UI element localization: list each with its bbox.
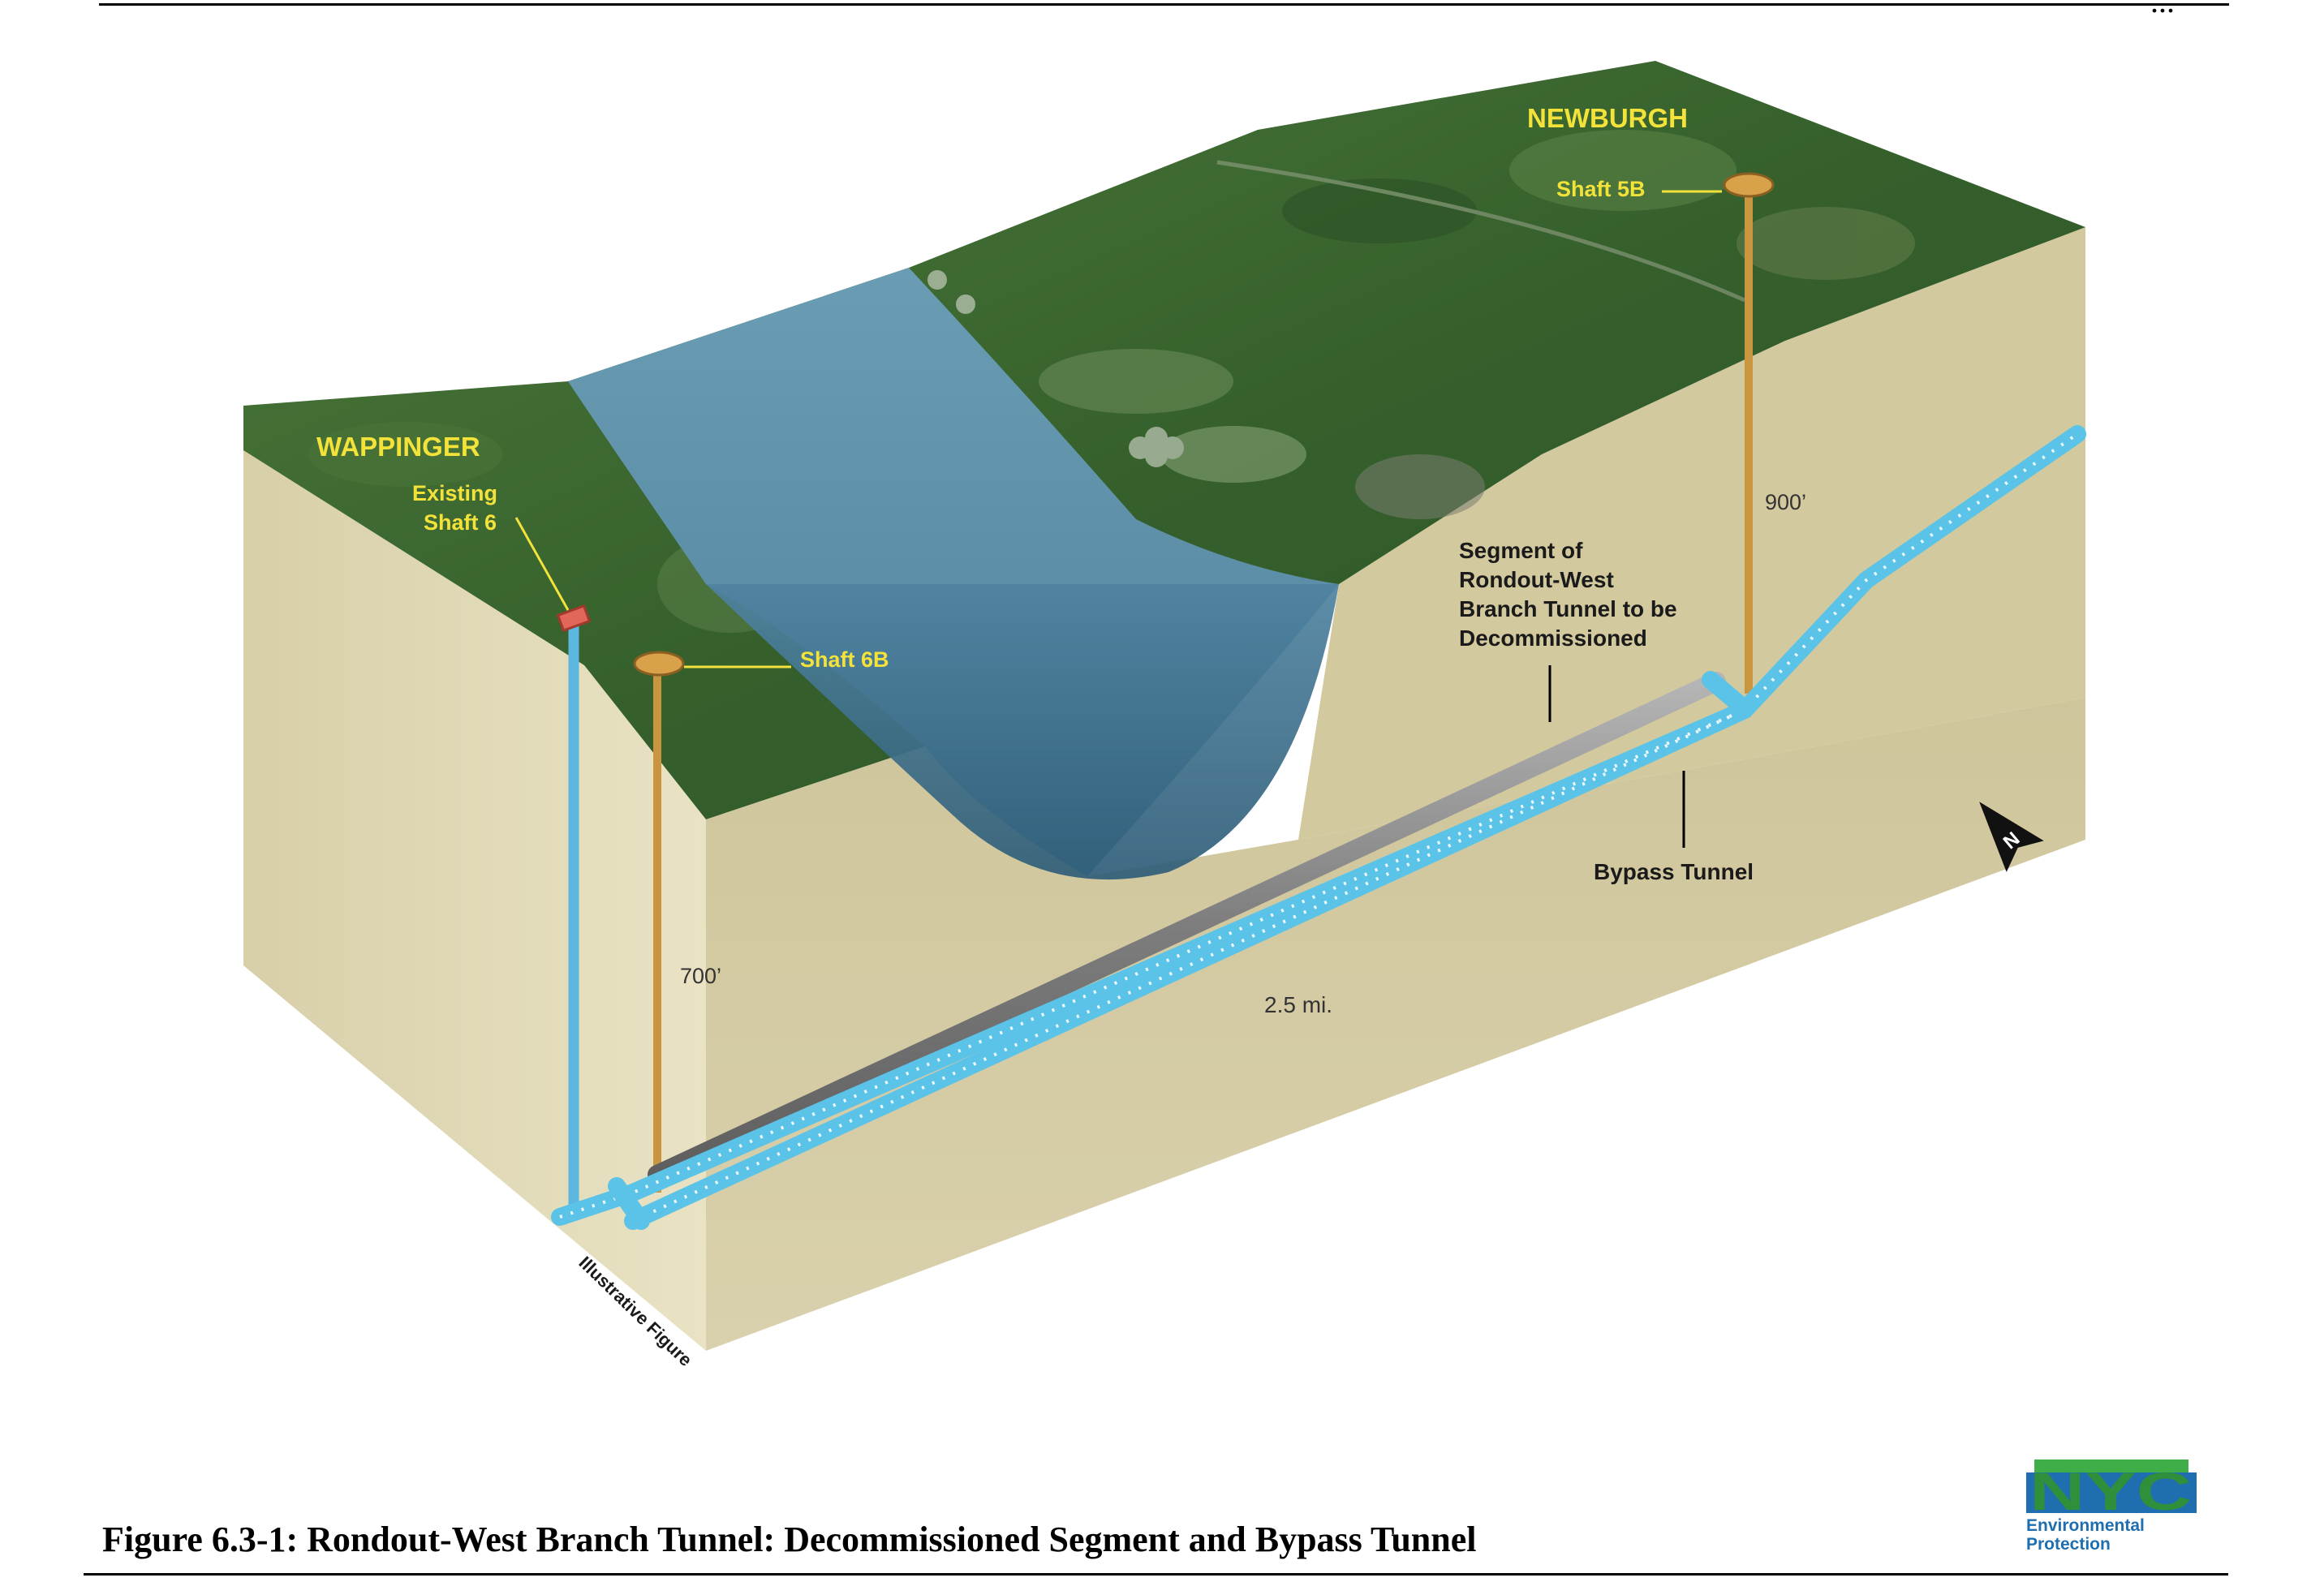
label-shaft6b: Shaft 6B	[800, 647, 889, 672]
river-cross-section	[706, 584, 1339, 880]
bottom-rule	[84, 1573, 2228, 1576]
label-depth-900: 900’	[1765, 490, 1806, 514]
soil-back-face	[1298, 227, 2085, 840]
label-newburgh: NEWBURGH	[1527, 103, 1688, 133]
bypass-tunnel-lower	[624, 701, 1754, 1230]
label-existing-line1: Existing	[412, 481, 497, 505]
logo-subtitle: Environmental Protection	[2026, 1516, 2145, 1554]
header-fragment: ...	[2150, 0, 2175, 19]
label-bypass: Bypass Tunnel	[1594, 859, 1754, 884]
existing-shaft-6-head	[556, 604, 592, 633]
terrain-surface	[243, 61, 2085, 876]
label-segment-line4: Decommissioned	[1459, 625, 1647, 651]
shaft-5b-head	[1723, 172, 1775, 198]
label-depth-700: 700’	[680, 964, 721, 988]
label-segment-line3: Branch Tunnel to be	[1459, 596, 1677, 621]
label-distance: 2.5 mi.	[1264, 992, 1332, 1017]
leader-existing	[514, 517, 570, 611]
logo-line1: Environmental	[2026, 1516, 2145, 1535]
label-shaft5b: Shaft 5B	[1556, 177, 1646, 201]
logo-line2: Protection	[2026, 1535, 2111, 1554]
label-wappinger: WAPPINGER	[316, 432, 480, 462]
nyc-dep-logo: NYC Environmental Protection	[2026, 1458, 2197, 1555]
terrain-texture	[308, 130, 1915, 633]
decommissioned-segment	[648, 672, 1726, 1184]
nyc-logo-text: NYC	[2029, 1461, 2192, 1515]
soil-left-face	[243, 450, 706, 1351]
connector-right	[1702, 671, 1752, 716]
label-segment-line2: Rondout-West	[1459, 567, 1614, 592]
label-segment-line1: Segment of	[1459, 538, 1583, 563]
figure-caption: Figure 6.3-1: Rondout-West Branch Tunnel…	[102, 1520, 1477, 1559]
top-rule	[99, 3, 2229, 6]
connector-left	[608, 1177, 650, 1230]
shaft-6b-head	[633, 651, 685, 677]
label-existing-line2: Shaft 6	[424, 510, 497, 535]
nyc-logo-mark-icon: NYC	[2026, 1459, 2197, 1515]
